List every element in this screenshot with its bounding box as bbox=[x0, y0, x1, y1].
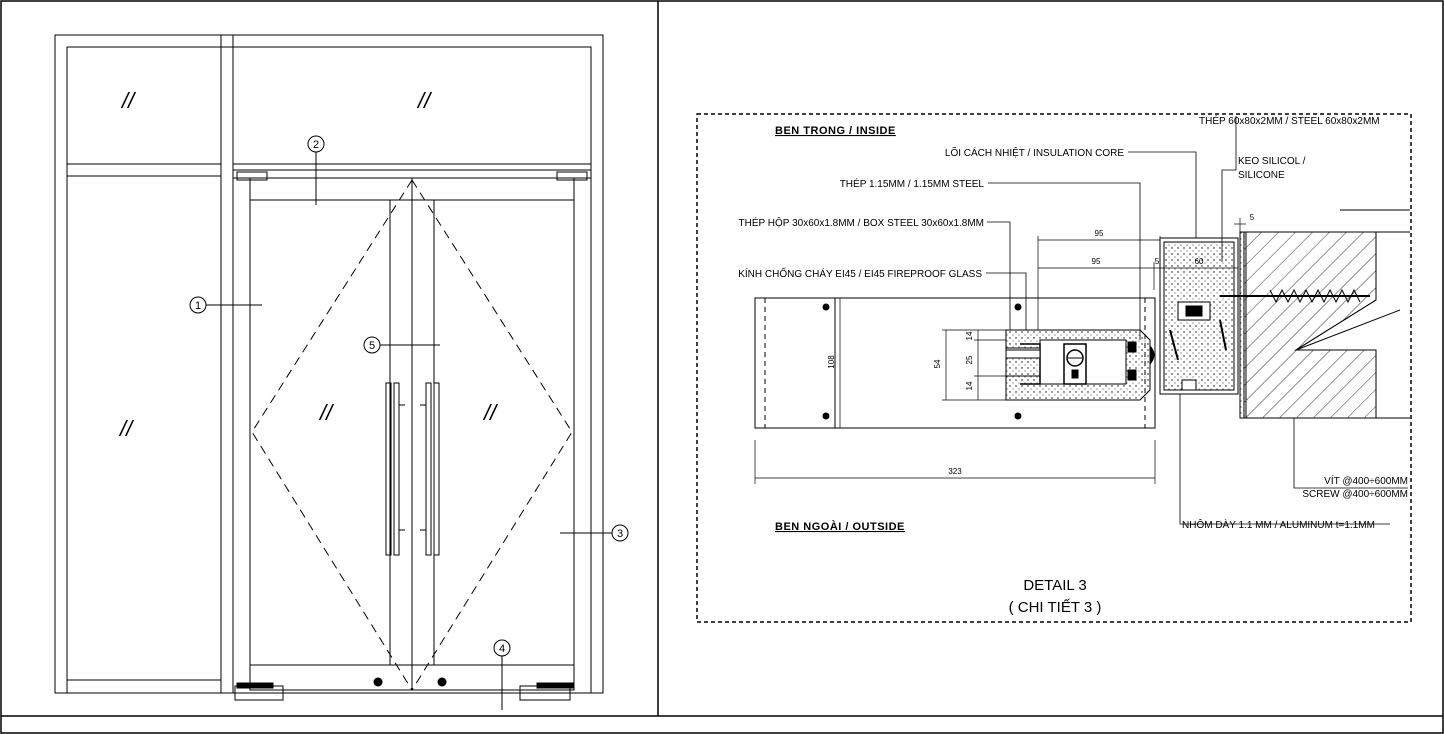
dim-14-bottom: 14 bbox=[965, 381, 974, 390]
door-elevation bbox=[54, 34, 612, 710]
wall-section bbox=[1220, 209, 1410, 419]
callout-3-text: 3 bbox=[617, 528, 623, 540]
label-silicone-2: SILICONE bbox=[1238, 170, 1285, 181]
dim-95-top: 95 bbox=[1095, 229, 1104, 238]
dim-5-top: 5 bbox=[1250, 213, 1255, 222]
callout-1-circle bbox=[189, 296, 207, 314]
callout-5-text: 5 bbox=[369, 340, 375, 352]
callout-4-text: 4 bbox=[499, 643, 505, 655]
steel-tube-section bbox=[1159, 237, 1239, 395]
detail-outside-title: BEN NGOÀI / OUTSIDE bbox=[775, 520, 905, 533]
glazing-section bbox=[754, 297, 1156, 429]
detail-boundary bbox=[696, 113, 1412, 623]
glass-mark-leaf-left: // bbox=[318, 400, 334, 425]
dim-95-mid: 95 bbox=[1092, 257, 1101, 266]
dim-108: 108 bbox=[827, 355, 836, 369]
glass-mark-top-right: // bbox=[416, 88, 432, 113]
label-silicone-1: KEO SILICOL / bbox=[1238, 156, 1306, 167]
label-screw-2: SCREW @400÷600MM bbox=[1302, 489, 1408, 500]
glass-mark-top-left: // bbox=[120, 88, 136, 113]
leader-lines bbox=[986, 116, 1408, 525]
glass-marks: // // // // // bbox=[118, 88, 498, 441]
callout-2-circle bbox=[307, 135, 325, 153]
dim-5-mid: 5 bbox=[1155, 257, 1160, 266]
label-screw-1: VÍT @400÷600MM bbox=[1324, 474, 1408, 487]
label-steel-tube: THÉP 60x80x2MM / STEEL 60x80x2MM bbox=[1199, 114, 1380, 127]
callout-3-circle bbox=[611, 524, 629, 542]
detail-inside-title: BEN TRONG / INSIDE bbox=[775, 125, 896, 137]
callout-1-text: 1 bbox=[195, 300, 201, 312]
dim-25: 25 bbox=[965, 355, 974, 364]
dimension-lines bbox=[754, 218, 1246, 484]
door-callouts: 1 2 3 4 5 bbox=[189, 135, 629, 657]
detail-caption-1: DETAIL 3 bbox=[1023, 577, 1086, 594]
callout-4-circle bbox=[493, 639, 511, 657]
detail-caption-2: ( CHI TIẾT 3 ) bbox=[1009, 599, 1102, 616]
label-insulation-core: LÕI CÁCH NHIỆT / INSULATION CORE bbox=[945, 146, 1124, 159]
dim-60: 60 bbox=[1195, 257, 1204, 266]
callout-2-text: 2 bbox=[313, 139, 319, 151]
label-steel-sheet: THÉP 1.15MM / 1.15MM STEEL bbox=[840, 177, 985, 190]
callout-5-circle bbox=[363, 336, 381, 354]
label-box-steel: THÉP HỘP 30x60x1.8MM / BOX STEEL 30x60x1… bbox=[739, 216, 984, 229]
dim-323: 323 bbox=[948, 467, 962, 476]
label-glass: KÍNH CHỐNG CHÁY EI45 / EI45 FIREPROOF GL… bbox=[738, 266, 982, 280]
dim-14-top: 14 bbox=[965, 331, 974, 340]
glass-mark-leaf-right: // bbox=[482, 400, 498, 425]
dim-54: 54 bbox=[933, 359, 942, 368]
label-aluminum: NHÔM DÀY 1.1 MM / ALUMINUM t=1.1MM bbox=[1182, 518, 1375, 531]
glass-mark-side: // bbox=[118, 416, 134, 441]
